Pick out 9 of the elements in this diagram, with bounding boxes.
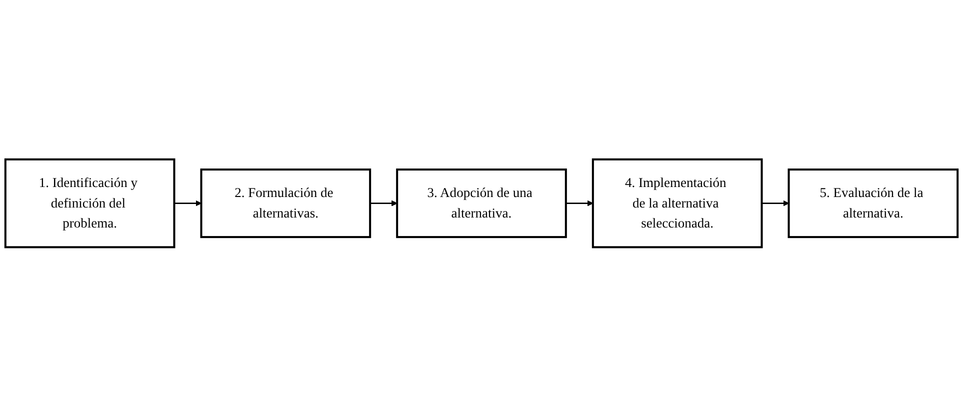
arrow [174, 200, 202, 206]
node-box: 1. Identificación y definición del problema. [4, 158, 176, 248]
arrow [566, 200, 594, 206]
node-box: 3. Adopción de una alternativa. [396, 168, 567, 238]
node-box: 5. Evaluación de la alternativa. [788, 168, 959, 238]
arrow [370, 200, 398, 206]
node-box: 2. Formulación de alternativas. [200, 168, 372, 238]
arrow [762, 200, 790, 206]
node-box: 4. Implementación de la alternativa seleccionada. [592, 158, 763, 248]
